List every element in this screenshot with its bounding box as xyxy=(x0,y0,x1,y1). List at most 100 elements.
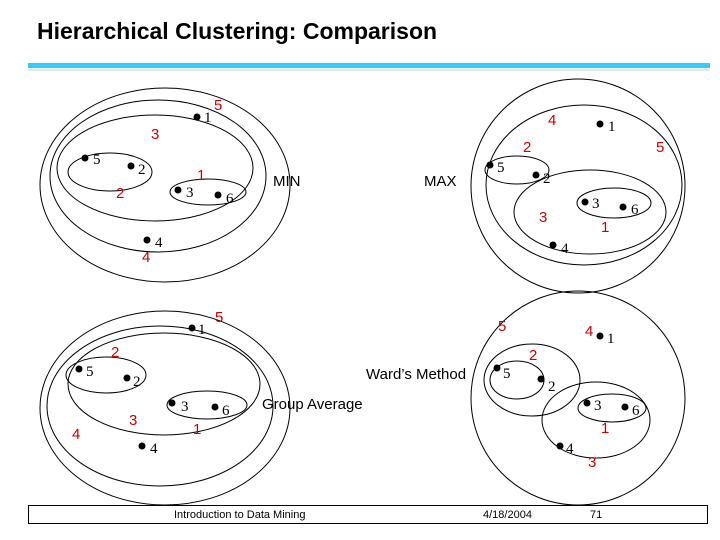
point-label: 3 xyxy=(594,398,602,414)
data-point xyxy=(168,399,176,407)
merge-step-label: 3 xyxy=(539,209,547,226)
merge-step-label: 2 xyxy=(111,344,119,361)
point-label: 6 xyxy=(222,403,230,419)
point-label: 5 xyxy=(93,152,101,168)
merge-step-label: 1 xyxy=(601,219,609,236)
data-point xyxy=(621,403,629,411)
slide-title: Hierarchical Clustering: Comparison xyxy=(37,18,438,44)
data-point xyxy=(596,120,604,128)
panel-max-merge-order: 4 2 5 3 1 xyxy=(523,112,664,236)
title-underline-shadow xyxy=(28,69,710,71)
data-point xyxy=(486,161,494,169)
point-label: 4 xyxy=(566,441,574,457)
data-point xyxy=(211,403,219,411)
data-point xyxy=(214,191,222,199)
cluster-outline xyxy=(56,114,254,222)
merge-step-label: 2 xyxy=(529,347,537,364)
point-label: 4 xyxy=(561,241,569,257)
merge-step-label: 4 xyxy=(72,426,80,443)
slide-footer: Introduction to Data Mining 4/18/2004 71 xyxy=(28,505,708,524)
merge-step-label: 3 xyxy=(588,454,596,471)
point-label: 2 xyxy=(138,162,146,178)
point-label: 1 xyxy=(608,119,616,135)
data-point xyxy=(138,442,146,450)
point-label: 6 xyxy=(631,202,639,218)
data-point xyxy=(123,374,131,382)
merge-step-label: 1 xyxy=(197,167,205,184)
data-point xyxy=(127,162,135,170)
label-group-average: Group Average xyxy=(262,396,363,413)
panel-max xyxy=(470,78,686,294)
data-point xyxy=(596,332,604,340)
data-point xyxy=(581,198,589,206)
cluster-outline xyxy=(166,390,248,420)
panel-group-average xyxy=(39,310,291,506)
point-label: 2 xyxy=(543,171,551,187)
merge-step-label: 5 xyxy=(214,97,222,114)
data-point xyxy=(188,324,196,332)
merge-step-label: 3 xyxy=(129,412,137,429)
point-label: 3 xyxy=(592,196,600,212)
data-point xyxy=(583,399,591,407)
data-point xyxy=(532,171,540,179)
merge-step-label: 5 xyxy=(656,139,664,156)
point-label: 2 xyxy=(548,379,556,395)
panel-min-points: 1 2 3 4 5 6 xyxy=(81,110,234,251)
merge-step-label: 2 xyxy=(116,185,124,202)
data-point xyxy=(549,241,557,249)
cluster-outline xyxy=(39,310,291,506)
data-point xyxy=(174,186,182,194)
data-point xyxy=(619,203,627,211)
panel-min xyxy=(39,87,291,283)
cluster-outline xyxy=(541,381,651,459)
point-label: 3 xyxy=(181,399,189,415)
data-point xyxy=(493,364,501,372)
point-label: 5 xyxy=(86,364,94,380)
cluster-outline xyxy=(39,87,291,283)
data-point xyxy=(143,236,151,244)
cluster-outline xyxy=(67,152,153,192)
panel-min-merge-order: 5 3 2 1 4 xyxy=(116,97,222,266)
point-label: 6 xyxy=(632,403,640,419)
point-label: 5 xyxy=(503,366,511,382)
cluster-outline xyxy=(470,78,686,294)
point-label: 6 xyxy=(226,191,234,207)
merge-step-label: 4 xyxy=(548,112,556,129)
data-point xyxy=(81,154,89,162)
merge-step-label: 5 xyxy=(498,318,506,335)
merge-step-label: 4 xyxy=(585,323,593,340)
data-point xyxy=(193,113,201,121)
cluster-outline xyxy=(483,343,581,417)
point-label: 4 xyxy=(155,235,163,251)
data-point xyxy=(75,365,83,373)
merge-step-label: 1 xyxy=(601,420,609,437)
panel-ward xyxy=(470,290,686,506)
data-point xyxy=(556,442,564,450)
merge-step-label: 1 xyxy=(193,421,201,438)
cluster-outline xyxy=(576,187,652,219)
footer-page-number: 71 xyxy=(590,509,603,521)
point-label: 2 xyxy=(133,374,141,390)
panel-ward-points: 1 2 3 4 5 6 xyxy=(493,331,640,457)
point-label: 3 xyxy=(186,185,194,201)
cluster-outline xyxy=(485,104,683,266)
label-ward: Ward’s Method xyxy=(366,366,466,383)
footer-title: Introduction to Data Mining xyxy=(174,509,306,521)
footer-date: 4/18/2004 xyxy=(483,509,532,521)
panel-group-average-merge-order: 5 2 4 3 1 xyxy=(72,309,223,443)
cluster-outline xyxy=(169,178,247,206)
merge-step-label: 4 xyxy=(142,249,150,266)
merge-step-label: 3 xyxy=(151,126,159,143)
label-min: MIN xyxy=(273,173,301,190)
data-point xyxy=(537,375,545,383)
label-max: MAX xyxy=(424,173,457,190)
panel-ward-merge-order: 5 4 2 1 3 xyxy=(498,318,609,471)
merge-step-label: 2 xyxy=(523,139,531,156)
cluster-outline xyxy=(67,332,261,436)
point-label: 4 xyxy=(150,441,158,457)
point-label: 1 xyxy=(607,331,615,347)
cluster-outline xyxy=(46,325,274,487)
cluster-outline xyxy=(484,155,550,185)
cluster-outline xyxy=(65,356,147,394)
